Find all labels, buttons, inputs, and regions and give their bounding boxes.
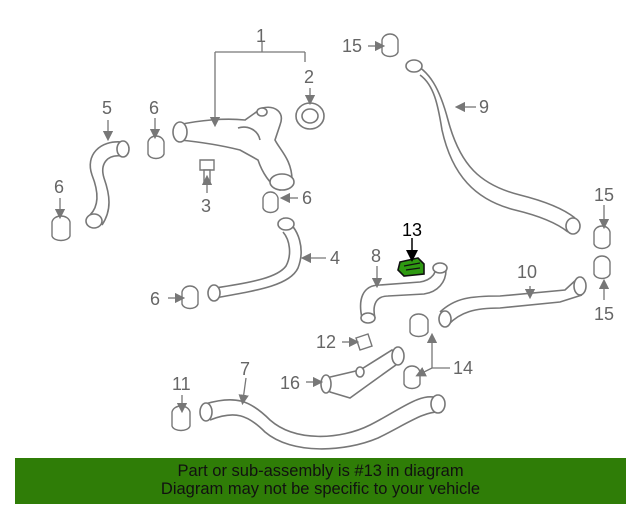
part-7-hose: [199, 394, 446, 450]
callout-10[interactable]: 10: [517, 262, 537, 282]
callout-15b[interactable]: 15: [594, 185, 614, 205]
callout-15a[interactable]: 15: [342, 36, 362, 56]
clamps: [51, 33, 611, 432]
part-5-hose: [85, 140, 130, 229]
part-3-bolt: [199, 159, 215, 183]
part-2-seal-ring: [295, 102, 325, 130]
callout-6d[interactable]: 6: [150, 289, 160, 309]
leader-lines: [54, 40, 610, 414]
part-13-highlighted[interactable]: [397, 257, 425, 277]
banner-line-2: Diagram may not be specific to your vehi…: [160, 480, 481, 498]
info-banner: Part or sub-assembly is #13 in diagram D…: [15, 458, 626, 504]
callout-13[interactable]: 13: [402, 220, 422, 240]
part-10-hose: [438, 276, 587, 328]
callout-11[interactable]: 11: [172, 374, 191, 394]
part-16-pipe: [320, 346, 405, 399]
callout-6c[interactable]: 6: [302, 188, 312, 208]
callout-2[interactable]: 2: [304, 67, 314, 87]
banner-line-1: Part or sub-assembly is #13 in diagram: [177, 462, 464, 480]
callout-1[interactable]: 1: [256, 26, 266, 46]
part-9-hose: [405, 59, 581, 235]
part-12-fitting: [355, 333, 373, 351]
callout-labels: 1 2 3 4 5 6 6 6 6 6 7 8 9 10 11 12 13 14…: [54, 26, 614, 394]
callout-8[interactable]: 8: [371, 246, 381, 266]
callout-3[interactable]: 3: [201, 196, 211, 216]
part-1-coolant-pipe: [172, 106, 295, 191]
callout-12[interactable]: 12: [316, 332, 336, 352]
callout-7[interactable]: 7: [240, 359, 250, 379]
callout-15c[interactable]: 15: [594, 304, 614, 324]
part-14-clamps: [403, 313, 429, 390]
callout-6b[interactable]: 6: [54, 177, 64, 197]
callout-5[interactable]: 5: [102, 98, 112, 118]
callout-9[interactable]: 9: [479, 97, 489, 117]
part-8-hose: [359, 262, 448, 324]
part-4-hose: [207, 217, 302, 302]
callout-6a[interactable]: 6: [149, 98, 159, 118]
callout-16[interactable]: 16: [280, 373, 300, 393]
callout-14[interactable]: 14: [453, 358, 473, 378]
callout-4[interactable]: 4: [330, 248, 340, 268]
